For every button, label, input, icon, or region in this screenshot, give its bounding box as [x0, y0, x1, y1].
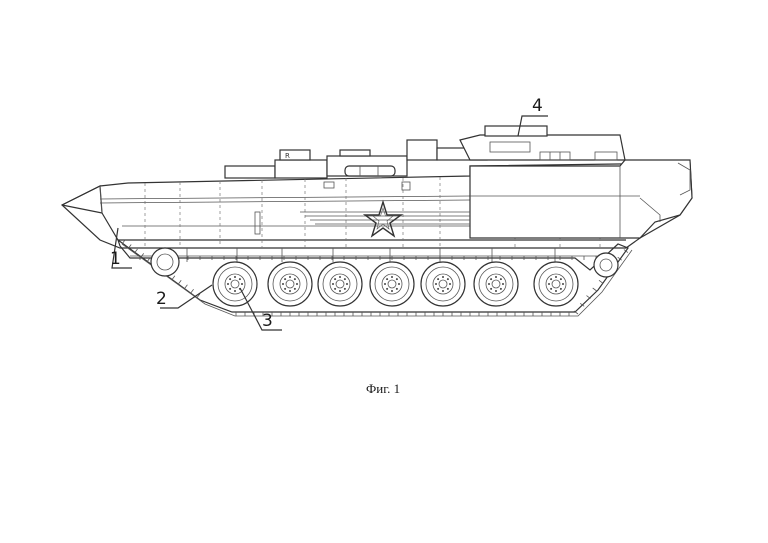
callout-1-label: 1 [110, 249, 121, 269]
callout-4-label: 4 [532, 96, 543, 116]
road-wheels [212, 261, 579, 307]
road-wheel [533, 261, 579, 307]
roof-details: R [224, 125, 626, 179]
road-wheel [369, 261, 415, 307]
callout-3: 3 [239, 287, 282, 331]
road-wheel [473, 261, 519, 307]
front-sprocket [150, 247, 180, 277]
suspension [186, 248, 556, 262]
figure-caption: Фиг. 1 [366, 381, 400, 396]
road-wheel [212, 261, 258, 307]
callout-2-label: 2 [156, 289, 167, 309]
callout-4: 4 [517, 96, 548, 137]
road-wheel [317, 261, 363, 307]
callout-2: 2 [156, 284, 213, 309]
callout-3-label: 3 [262, 311, 273, 331]
rear-idler [593, 252, 619, 278]
road-wheel [267, 261, 313, 307]
vehicle-hull [60, 159, 693, 249]
callout-1: 1 [110, 227, 132, 269]
star-insignia [362, 199, 404, 238]
svg-text:R: R [285, 152, 290, 160]
road-wheel [420, 261, 466, 307]
